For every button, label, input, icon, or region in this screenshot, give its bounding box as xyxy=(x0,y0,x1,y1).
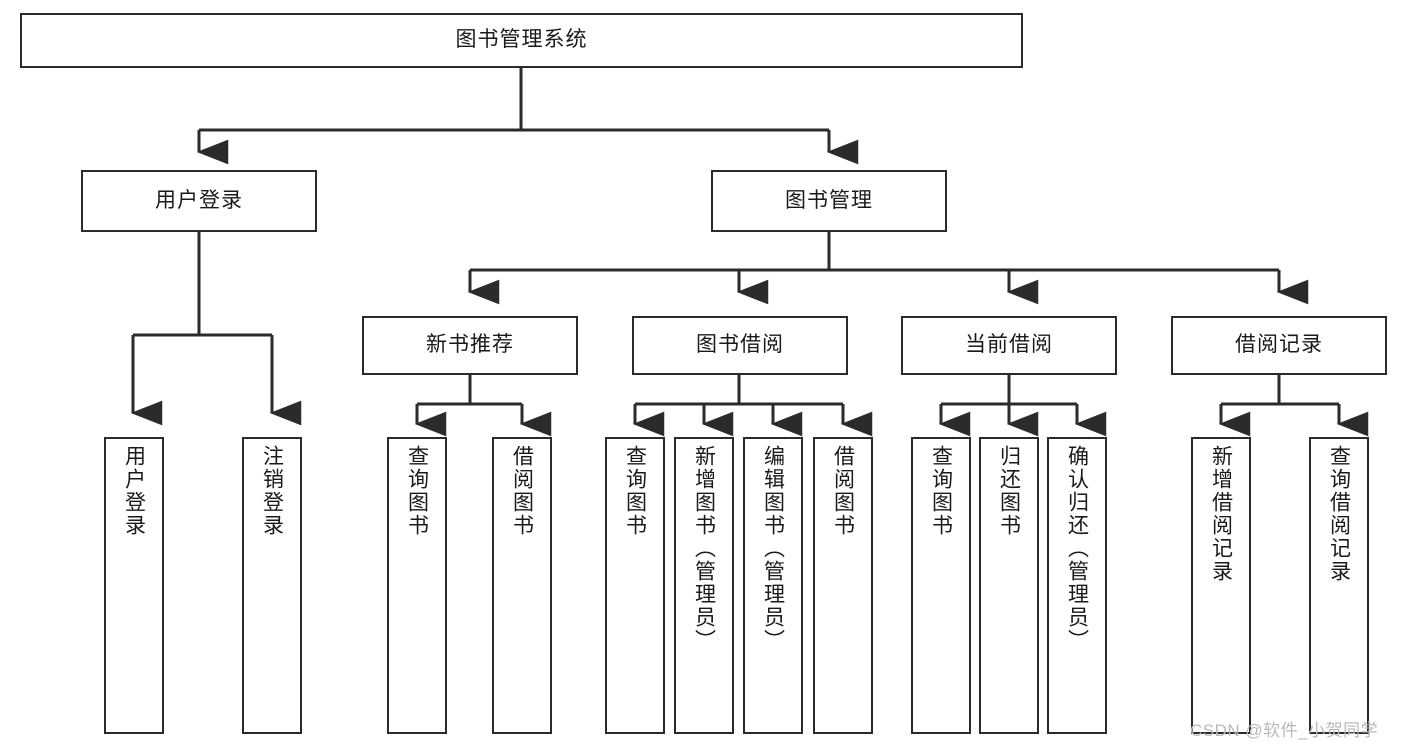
node-leaf-user-login[interactable]: 用户登录 xyxy=(104,437,164,734)
node-leaf-borrow-book-2-label: 借阅图书 xyxy=(831,445,855,537)
node-leaf-query-book-3[interactable]: 查询图书 xyxy=(911,437,971,734)
node-new-book-rec-label: 新书推荐 xyxy=(426,333,514,357)
node-leaf-edit-book[interactable]: 编辑图书（管理员） xyxy=(743,437,803,734)
node-leaf-query-book-3-label: 查询图书 xyxy=(929,445,953,537)
node-leaf-add-book[interactable]: 新增图书（管理员） xyxy=(674,437,734,734)
node-book-borrow-label: 图书借阅 xyxy=(696,333,784,357)
node-root-label: 图书管理系统 xyxy=(455,28,588,52)
node-leaf-query-book-1[interactable]: 查询图书 xyxy=(387,437,447,734)
node-leaf-query-record-label: 查询借阅记录 xyxy=(1327,445,1351,583)
node-user-login-label: 用户登录 xyxy=(155,188,243,212)
edge-group-book-manage xyxy=(467,232,1309,305)
node-user-login[interactable]: 用户登录 xyxy=(81,170,317,232)
node-book-manage[interactable]: 图书管理 xyxy=(711,170,947,232)
node-leaf-query-book-2[interactable]: 查询图书 xyxy=(605,437,665,734)
node-leaf-edit-book-label: 编辑图书（管理员） xyxy=(761,445,785,652)
node-borrow-record-label: 借阅记录 xyxy=(1235,333,1323,357)
node-new-book-rec[interactable]: 新书推荐 xyxy=(362,316,578,375)
node-leaf-query-book-1-label: 查询图书 xyxy=(405,445,429,537)
edge-group-user-login xyxy=(130,232,302,426)
node-leaf-borrow-book-1-label: 借阅图书 xyxy=(510,445,534,537)
node-leaf-add-record[interactable]: 新增借阅记录 xyxy=(1191,437,1251,734)
node-leaf-add-book-label: 新增图书（管理员） xyxy=(692,445,716,652)
node-leaf-return-book[interactable]: 归还图书 xyxy=(979,437,1039,734)
edge-group-new-book-rec xyxy=(414,375,552,437)
edge-group-borrow-record xyxy=(1218,375,1369,437)
node-leaf-query-book-2-label: 查询图书 xyxy=(623,445,647,537)
node-leaf-confirm-return-label: 确认归还（管理员） xyxy=(1065,445,1089,652)
edge-group-current-borrow xyxy=(938,375,1107,437)
edge-group-root xyxy=(196,68,859,165)
node-current-borrow-label: 当前借阅 xyxy=(965,333,1053,357)
csdn-watermark: CSDN @软件_小贺同学 xyxy=(1190,721,1379,740)
node-leaf-user-logout-label: 注销登录 xyxy=(260,445,284,537)
node-leaf-confirm-return[interactable]: 确认归还（管理员） xyxy=(1047,437,1107,734)
node-root[interactable]: 图书管理系统 xyxy=(20,13,1023,68)
node-leaf-user-login-label: 用户登录 xyxy=(122,445,146,537)
node-book-manage-label: 图书管理 xyxy=(785,188,873,212)
edge-group-book-borrow xyxy=(632,375,873,437)
node-borrow-record[interactable]: 借阅记录 xyxy=(1171,316,1387,375)
node-leaf-add-record-label: 新增借阅记录 xyxy=(1209,445,1233,583)
node-leaf-borrow-book-2[interactable]: 借阅图书 xyxy=(813,437,873,734)
node-book-borrow[interactable]: 图书借阅 xyxy=(632,316,848,375)
node-leaf-query-record[interactable]: 查询借阅记录 xyxy=(1309,437,1369,734)
node-leaf-return-book-label: 归还图书 xyxy=(997,445,1021,537)
node-current-borrow[interactable]: 当前借阅 xyxy=(901,316,1117,375)
node-leaf-borrow-book-1[interactable]: 借阅图书 xyxy=(492,437,552,734)
node-leaf-user-logout[interactable]: 注销登录 xyxy=(242,437,302,734)
